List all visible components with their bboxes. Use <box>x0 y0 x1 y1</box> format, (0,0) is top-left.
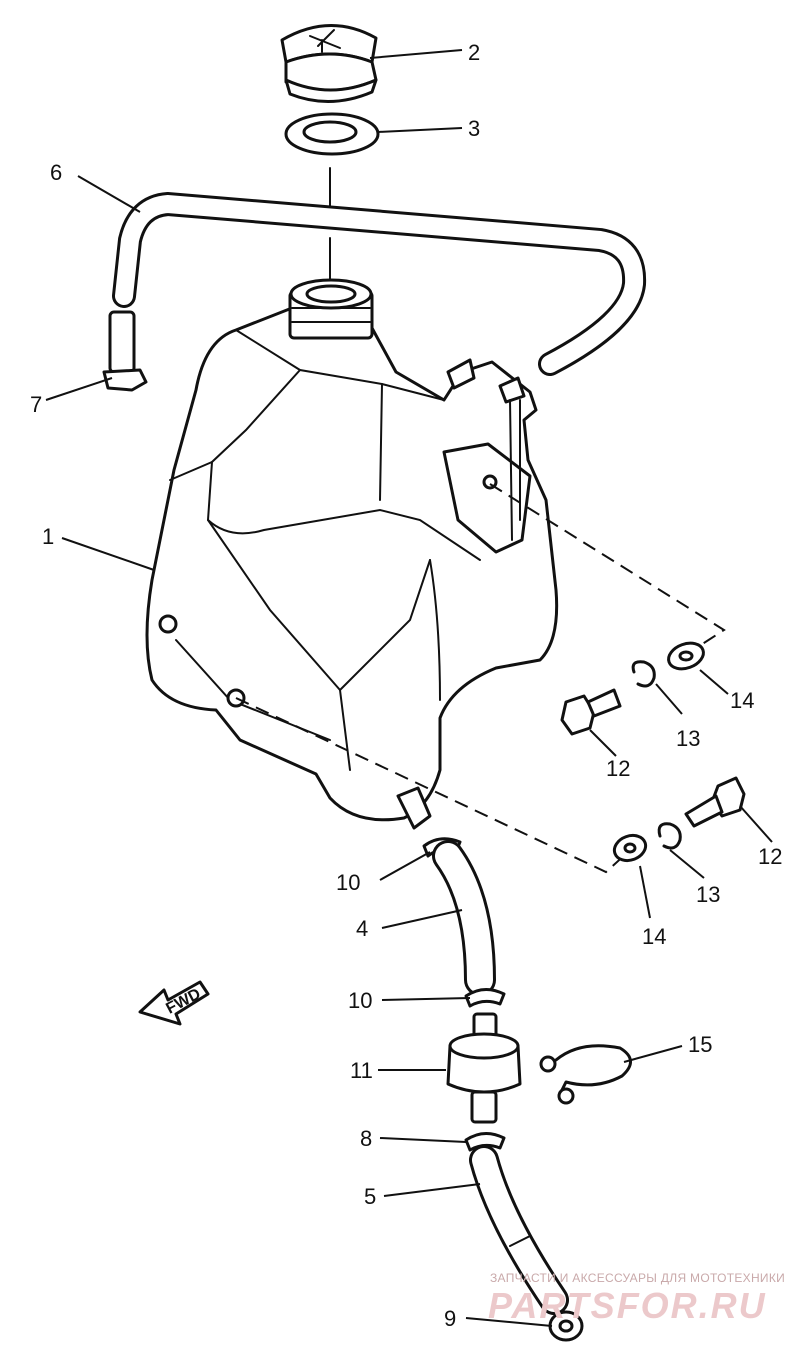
callout-12-lower: 12 <box>758 844 782 869</box>
part-wire-clip-15 <box>539 1044 632 1105</box>
part-plug-9 <box>548 1310 584 1342</box>
callout-12-upper: 12 <box>606 756 630 781</box>
part-bolt-12-upper <box>560 688 622 736</box>
part-overflow-hose <box>112 191 647 376</box>
callout-10-lower: 10 <box>348 988 372 1013</box>
callout-13-lower: 13 <box>696 882 720 907</box>
callout-4: 4 <box>356 916 368 941</box>
callout-14-lower: 14 <box>642 924 666 949</box>
part-bolt-12-lower <box>684 776 746 828</box>
part-cap <box>280 24 378 103</box>
watermark-tagline: ЗАПЧАСТИ И АКСЕССУАРЫ ДЛЯ МОТОТЕХНИКИ <box>490 1271 785 1285</box>
part-hose-clamp-7 <box>102 310 148 392</box>
callout-15: 15 <box>688 1032 712 1057</box>
callout-14-upper: 14 <box>730 688 754 713</box>
callout-8: 8 <box>360 1126 372 1151</box>
part-filter-11 <box>446 1012 522 1124</box>
callout-5: 5 <box>364 1184 376 1209</box>
part-washer-14-upper <box>667 641 705 671</box>
watermark-brand: PARTSFOR.RU <box>488 1285 767 1326</box>
callout-6: 6 <box>50 160 62 185</box>
part-washer-14-lower <box>612 833 648 863</box>
callout-13-upper: 13 <box>676 726 700 751</box>
callout-11: 11 <box>350 1058 373 1083</box>
callouts: 1 2 3 4 5 6 7 8 9 10 10 11 12 12 13 13 1… <box>30 40 782 1331</box>
part-hose-5 <box>469 1145 569 1315</box>
callout-7: 7 <box>30 392 42 417</box>
part-hose-4 <box>432 840 496 996</box>
callout-2: 2 <box>468 40 480 65</box>
part-lockwasher-13-upper <box>631 660 656 688</box>
part-clip-8 <box>464 1132 506 1152</box>
part-clip-10-lower <box>464 988 506 1008</box>
callout-9: 9 <box>444 1306 456 1331</box>
leader-lines <box>45 49 773 1327</box>
watermark: ЗАПЧАСТИ И АКСЕССУАРЫ ДЛЯ МОТОТЕХНИКИ PA… <box>488 1271 785 1326</box>
callout-3: 3 <box>468 116 480 141</box>
part-gasket <box>284 112 380 156</box>
callout-10-upper: 10 <box>336 870 360 895</box>
part-tank <box>145 278 559 830</box>
forward-arrow-icon: FWD <box>138 980 210 1026</box>
callout-1: 1 <box>42 524 54 549</box>
part-lockwasher-13-lower <box>657 822 682 850</box>
